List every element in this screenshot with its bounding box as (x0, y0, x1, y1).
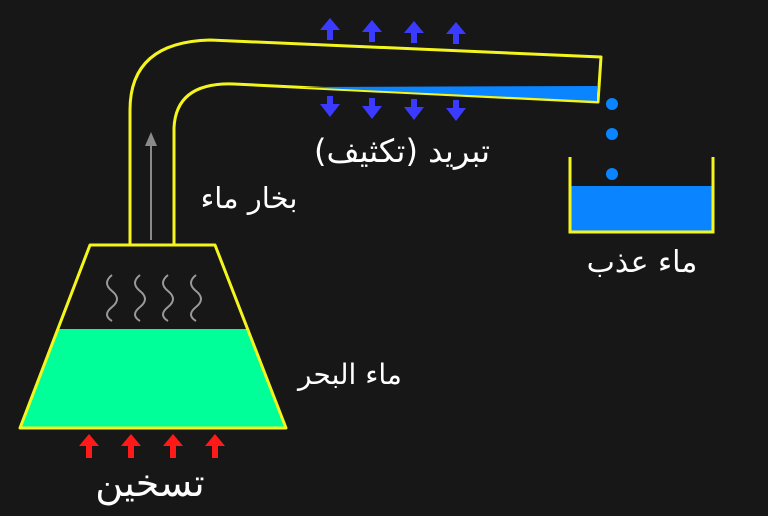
fresh-water-label: ماء عذب (587, 245, 698, 280)
water-drop-icon (606, 128, 618, 140)
wavy-line-icon (190, 274, 202, 322)
cooling-arrows-down (320, 96, 466, 121)
seawater-liquid (20, 329, 286, 428)
arrow-down-icon (320, 96, 340, 117)
arrow-down-icon (362, 98, 382, 119)
arrow-up-icon (362, 20, 382, 42)
condensed-water (300, 86, 597, 101)
wavy-line-icon (134, 274, 146, 322)
water-drop-icon (606, 168, 618, 180)
beaker (568, 157, 715, 234)
heating-arrows (79, 434, 225, 458)
vapor-label: بخار ماء (201, 181, 298, 215)
arrow-up-icon (320, 18, 340, 40)
arrow-down-icon (446, 100, 466, 121)
fresh-water-liquid (570, 186, 713, 231)
arrow-up-icon (79, 434, 99, 458)
wavy-line-icon (106, 274, 118, 322)
arrow-up-icon (121, 434, 141, 458)
vapor-arrow-icon (145, 132, 157, 240)
cooling-label: تبريد (تكثيف) (314, 132, 490, 170)
flask (18, 243, 288, 430)
arrow-up-icon (163, 434, 183, 458)
arrow-up-icon (205, 434, 225, 458)
vapor-waves (106, 274, 202, 322)
arrow-down-icon (404, 99, 424, 120)
heating-label: تسخين (95, 461, 204, 506)
seawater-label: ماء البحر (296, 358, 402, 391)
arrow-up-icon (404, 21, 424, 43)
wavy-line-icon (162, 274, 174, 322)
arrow-up-icon (446, 22, 466, 44)
water-drops (606, 98, 618, 180)
cooling-arrows-up (320, 18, 466, 44)
water-drop-icon (606, 98, 618, 110)
condenser-tube (128, 38, 603, 245)
